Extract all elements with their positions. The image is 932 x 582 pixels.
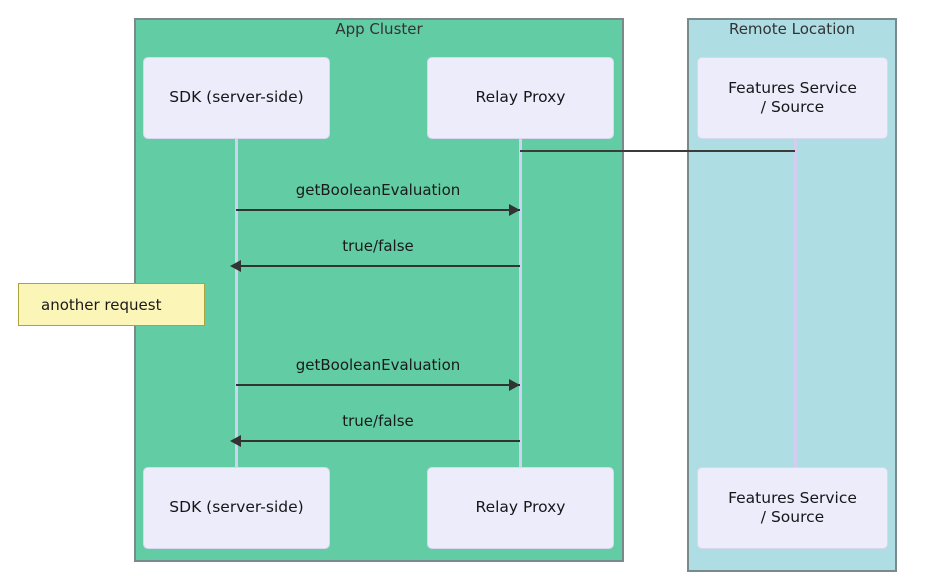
message-label-4: true/false	[342, 412, 414, 430]
message-arrowhead-1	[509, 204, 520, 216]
message-arrowhead-4	[230, 435, 241, 447]
message-line-3	[236, 384, 520, 386]
participant-features-top-text: Features Service / Source	[728, 79, 857, 118]
message-arrowhead-3	[509, 379, 520, 391]
lifeline-features	[794, 138, 797, 468]
participant-features-bottom-line2: / Source	[760, 508, 825, 526]
message-label-3: getBooleanEvaluation	[295, 356, 461, 374]
message-label-2: true/false	[342, 237, 414, 255]
participant-features-bottom[interactable]: Features Service / Source	[697, 467, 888, 549]
participant-features-top-line2: / Source	[760, 98, 825, 116]
participant-relay-bottom[interactable]: Relay Proxy	[427, 467, 614, 549]
connector-relay-to-features	[520, 150, 795, 152]
message-line-2	[236, 265, 520, 267]
note-another-request[interactable]: another request	[18, 283, 205, 326]
message-arrowhead-2	[230, 260, 241, 272]
group-app-cluster-label: App Cluster	[335, 20, 423, 38]
message-line-4	[236, 440, 520, 442]
participant-features-top[interactable]: Features Service / Source	[697, 57, 888, 139]
participant-sdk-bottom[interactable]: SDK (server-side)	[143, 467, 330, 549]
lifeline-sdk	[235, 138, 238, 468]
participant-features-bottom-line1: Features Service	[728, 488, 857, 507]
message-line-1	[236, 209, 520, 211]
message-label-1: getBooleanEvaluation	[295, 181, 461, 199]
participant-features-bottom-text: Features Service / Source	[728, 489, 857, 528]
participant-relay-top[interactable]: Relay Proxy	[427, 57, 614, 139]
participant-sdk-top[interactable]: SDK (server-side)	[143, 57, 330, 139]
group-remote-location-label: Remote Location	[728, 20, 856, 38]
participant-features-top-line1: Features Service	[728, 78, 857, 97]
lifeline-relay	[519, 138, 522, 468]
